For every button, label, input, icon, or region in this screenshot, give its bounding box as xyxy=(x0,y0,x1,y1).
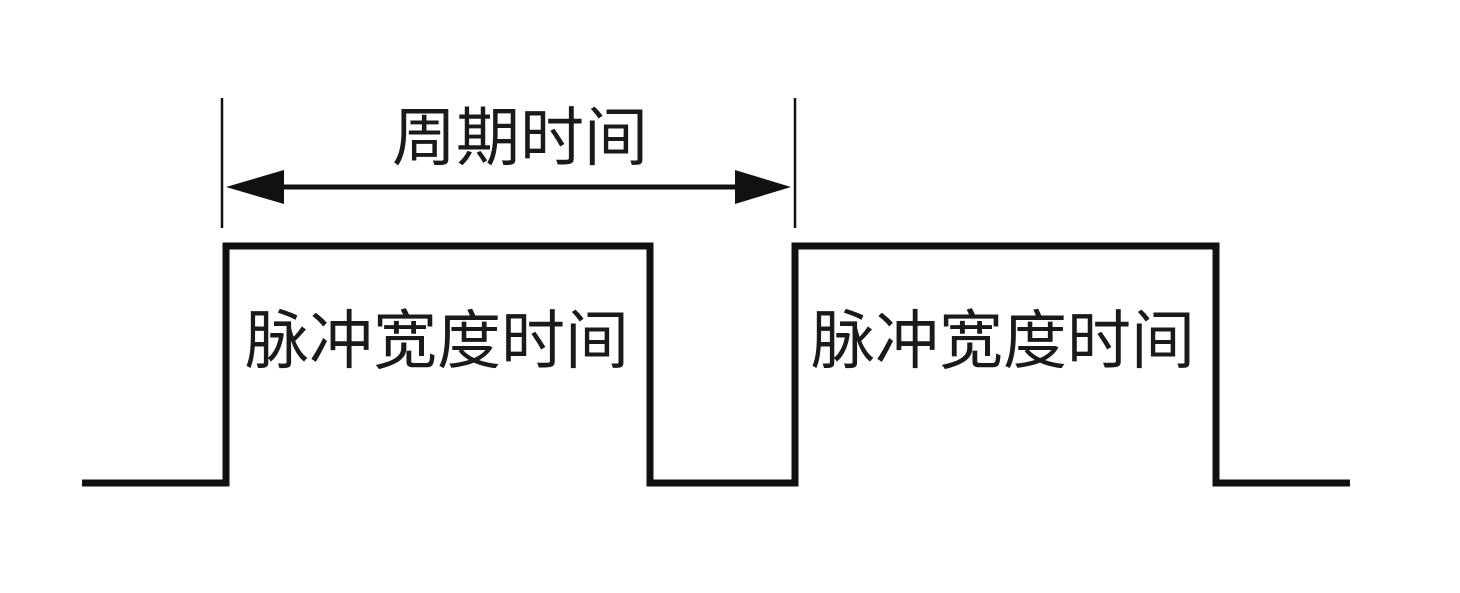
period-arrow-left-head xyxy=(226,170,284,204)
pulse-waveform xyxy=(82,242,1350,487)
pulse-width-label-2: 脉冲宽度时间 xyxy=(811,305,1195,379)
period-label: 周期时间 xyxy=(392,102,648,176)
period-arrow-right-head xyxy=(735,170,791,204)
pulse-width-label-1: 脉冲宽度时间 xyxy=(245,305,629,379)
